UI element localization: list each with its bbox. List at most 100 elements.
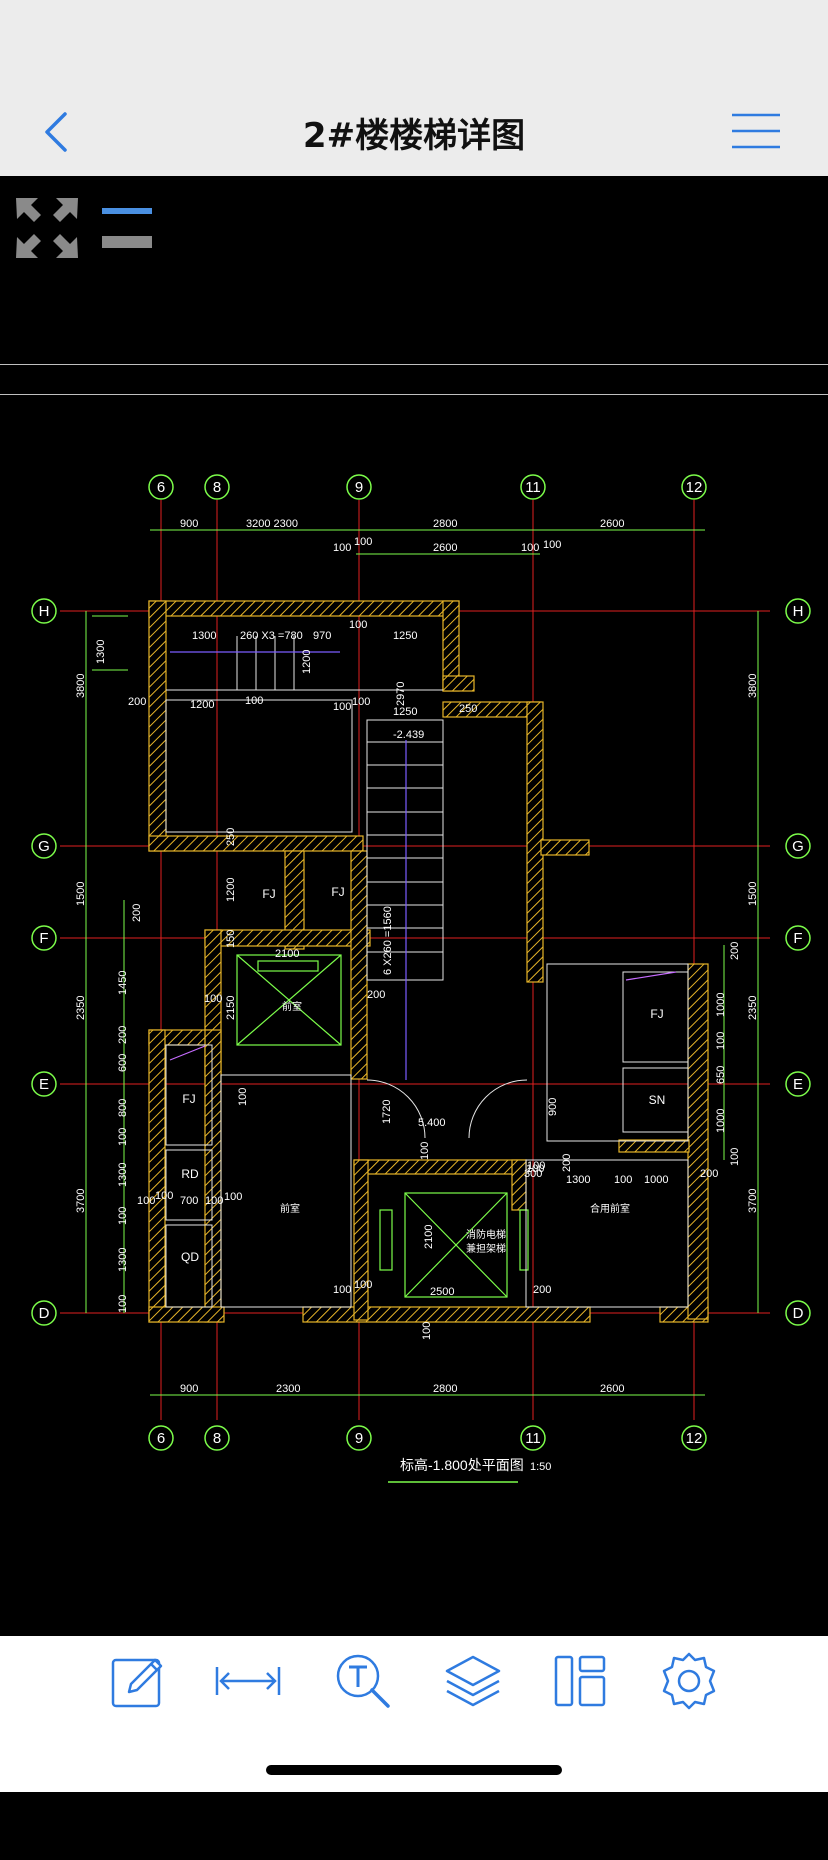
dim-text: 2600 bbox=[600, 518, 624, 530]
dim-text: 260 X3 =780 bbox=[240, 630, 303, 642]
dim-text: 100 bbox=[155, 1190, 173, 1202]
axis-label-bottom: 6 bbox=[157, 1430, 165, 1447]
layout-icon bbox=[554, 1655, 606, 1707]
edit-button[interactable] bbox=[103, 1646, 173, 1716]
fullscreen-button[interactable] bbox=[14, 196, 80, 260]
pipe-marker bbox=[625, 971, 677, 981]
axis-bubbles-bottom bbox=[148, 1425, 707, 1451]
axis-label-right: H bbox=[793, 603, 804, 620]
dim-text: 300 bbox=[524, 1168, 542, 1180]
dim-text: 1300 bbox=[95, 640, 107, 664]
dim-text: 900 bbox=[547, 1098, 559, 1116]
dim-text: 200 bbox=[561, 1154, 573, 1172]
measure-button[interactable] bbox=[213, 1646, 283, 1716]
dim-text: 200 bbox=[700, 1168, 718, 1180]
dim-text: 900 bbox=[180, 518, 198, 530]
dim-text: 2100 bbox=[423, 1225, 435, 1249]
dim-text: 100 bbox=[117, 1128, 129, 1146]
dim-text: 100 bbox=[354, 1279, 372, 1291]
dim-text: 100 bbox=[224, 1191, 242, 1203]
back-button[interactable] bbox=[32, 100, 80, 164]
dim-text: 1300 bbox=[117, 1163, 129, 1187]
room-label: 合用前室 bbox=[590, 1202, 630, 1215]
dim-text: 200 bbox=[117, 1026, 129, 1044]
dim-text: 100 bbox=[117, 1295, 129, 1313]
dim-text: 100 bbox=[204, 993, 222, 1005]
dim-text: 1250 bbox=[393, 706, 417, 718]
axis-label-bottom: 11 bbox=[525, 1430, 541, 1447]
dim-text: 3800 bbox=[75, 674, 87, 698]
fullscreen-icon bbox=[16, 198, 78, 258]
axis-label-top: 8 bbox=[213, 479, 221, 496]
axis-label-left: G bbox=[38, 838, 50, 855]
dim-text: 600 bbox=[117, 1054, 129, 1072]
dim-text: 1000 bbox=[715, 993, 727, 1017]
dim-text: 900 bbox=[180, 1383, 198, 1395]
elevation-text: 5.400 bbox=[418, 1117, 446, 1129]
dim-text: 3700 bbox=[75, 1189, 87, 1213]
dim-text: 970 bbox=[313, 630, 331, 642]
room-label: 前室 bbox=[280, 1202, 300, 1215]
dim-text: 1200 bbox=[301, 650, 313, 674]
dim-text: 150 bbox=[225, 930, 237, 948]
room-labels: FJ FJ FJ FJ SN RD QD 前室 前室 消防电梯 兼担架梯 合用前… bbox=[181, 885, 665, 1264]
dim-text: 100 bbox=[526, 1163, 544, 1175]
room-label: 兼担架梯 bbox=[466, 1242, 506, 1255]
room-label: 前室 bbox=[282, 1000, 302, 1013]
axis-label-left: H bbox=[39, 603, 50, 620]
dim-text: 100 bbox=[614, 1174, 632, 1186]
room-label: QD bbox=[181, 1250, 199, 1264]
dim-text: 2600 bbox=[433, 542, 457, 554]
text-search-button[interactable] bbox=[328, 1646, 398, 1716]
axis-label-bottom: 8 bbox=[213, 1430, 221, 1447]
axis-label-left: D bbox=[39, 1305, 50, 1322]
dim-text: 250 bbox=[225, 828, 237, 846]
divider-line bbox=[0, 364, 828, 365]
axis-label-right: F bbox=[793, 930, 802, 947]
dim-text: 100 bbox=[333, 1284, 351, 1296]
dim-text: 3700 bbox=[747, 1189, 759, 1213]
dim-text: 1450 bbox=[117, 971, 129, 995]
dim-text: 100 bbox=[715, 1032, 727, 1050]
axis-label-top: 6 bbox=[157, 479, 165, 496]
axis-label-bottom: 12 bbox=[686, 1430, 703, 1447]
dim-text: 3200 2300 bbox=[246, 518, 298, 530]
dim-text: 100 bbox=[354, 536, 372, 548]
dim-text: 6 X260 =1560 bbox=[382, 906, 394, 975]
layout-button[interactable] bbox=[545, 1646, 615, 1716]
dim-text: 2150 bbox=[225, 996, 237, 1020]
vertical-dimension-texts: 3800 1500 2350 3700 3800 1500 2350 3700 … bbox=[75, 640, 759, 1340]
dim-text: 2350 bbox=[75, 996, 87, 1020]
dim-text: 2800 bbox=[433, 1383, 457, 1395]
hamburger-menu-icon bbox=[732, 113, 780, 149]
room-label: FJ bbox=[262, 887, 275, 901]
layers-button[interactable] bbox=[438, 1646, 508, 1716]
room-label: FJ bbox=[331, 885, 344, 899]
drawing-scale: 1:50 bbox=[530, 1461, 551, 1473]
dim-text: 1200 bbox=[225, 878, 237, 902]
dim-text: 100 bbox=[333, 701, 351, 713]
room-label: RD bbox=[181, 1167, 199, 1181]
drawing-viewer[interactable] bbox=[0, 176, 828, 1636]
dim-text: 1300 bbox=[117, 1248, 129, 1272]
dim-text: 100 bbox=[117, 1207, 129, 1225]
menu-button[interactable] bbox=[728, 110, 784, 154]
elevator-shafts bbox=[236, 954, 529, 1298]
axis-bubbles-side bbox=[31, 598, 811, 1326]
settings-button[interactable] bbox=[654, 1646, 724, 1716]
dim-text: 100 bbox=[237, 1088, 249, 1106]
layers-icon bbox=[445, 1655, 501, 1707]
stair-treads bbox=[165, 636, 444, 981]
dim-text: 3800 bbox=[747, 674, 759, 698]
floor-plan-drawing[interactable]: 6 8 9 11 12 6 8 9 11 12 H G F E D H G F … bbox=[0, 420, 828, 1860]
axis-label-right: E bbox=[793, 1076, 803, 1093]
nav-bar: 2#楼楼梯详图 bbox=[0, 0, 828, 177]
dim-text: 1720 bbox=[381, 1100, 393, 1124]
dim-text: 2970 bbox=[395, 682, 407, 706]
layer-toggle-button[interactable] bbox=[98, 200, 158, 252]
dim-text: 2600 bbox=[600, 1383, 624, 1395]
dim-text: 250 bbox=[459, 703, 477, 715]
room-label: FJ bbox=[182, 1092, 195, 1106]
axis-label-top: 11 bbox=[525, 479, 541, 496]
dim-text: 200 bbox=[533, 1284, 551, 1296]
